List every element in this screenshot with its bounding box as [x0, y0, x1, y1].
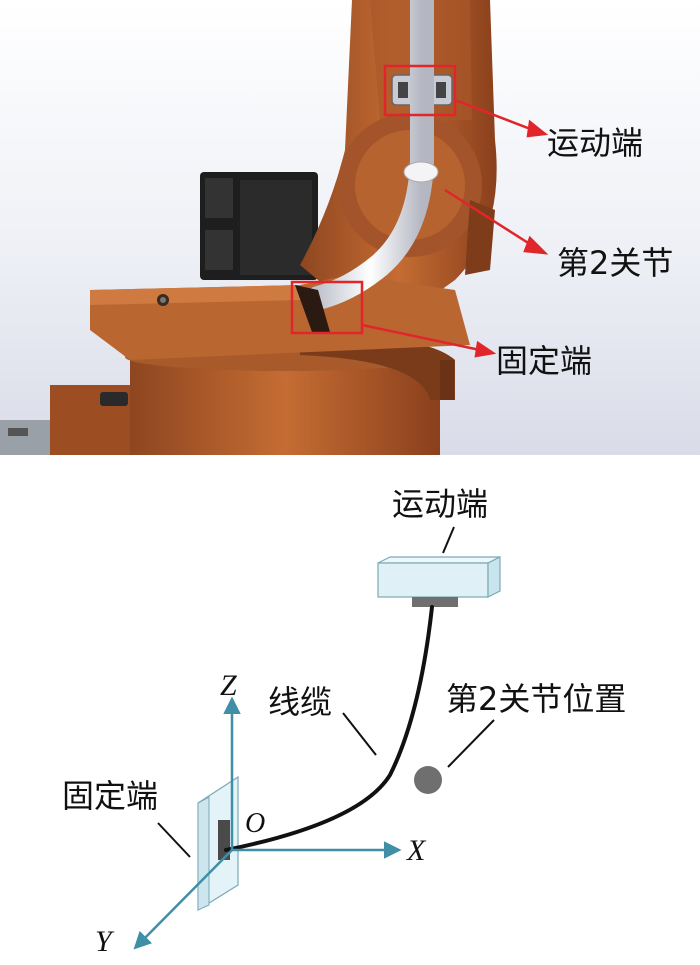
fixed-end-schematic-label: 固定端: [62, 777, 158, 815]
joint2-leader: [447, 719, 495, 768]
robot-base: [125, 340, 455, 455]
cable-collar: [403, 161, 439, 183]
cable-render: [306, 0, 434, 310]
moving-end-callout-box: [383, 64, 457, 117]
origin-label: O: [245, 808, 265, 839]
cable-label: 线缆: [268, 683, 332, 721]
moving-end-leader: [442, 526, 455, 554]
joint2-position-dot: [414, 766, 442, 794]
cable-curve: [224, 605, 434, 852]
moving-end-block: [377, 556, 501, 607]
fixed-end-leader: [157, 822, 191, 858]
cable-leader: [342, 712, 377, 756]
y-axis-label: Y: [95, 925, 115, 958]
moving-end-schematic-label: 运动端: [392, 485, 488, 523]
cable-schematic-figure: 运动端 线缆 第2关节位置 固定端 Z X Y O: [62, 485, 626, 958]
z-axis-label: Z: [220, 669, 237, 702]
joint2-position-label: 第2关节位置: [446, 680, 626, 718]
robot-render-figure: 运动端 第2关节 固定端: [0, 0, 700, 455]
joint2-label: 第2关节: [557, 244, 673, 282]
fixed-end-callout-box: [290, 280, 364, 335]
fixed-end-bracket: [295, 285, 330, 332]
coordinate-axes: [133, 696, 402, 950]
moving-end-label: 运动端: [547, 124, 643, 162]
y-axis: [133, 849, 233, 950]
x-axis-label: X: [406, 834, 427, 867]
motor-assembly: [200, 172, 318, 280]
shoulder-housing: [90, 275, 470, 360]
fixed-end-label: 固定端: [496, 342, 592, 380]
callout-arrows: [361, 98, 549, 358]
